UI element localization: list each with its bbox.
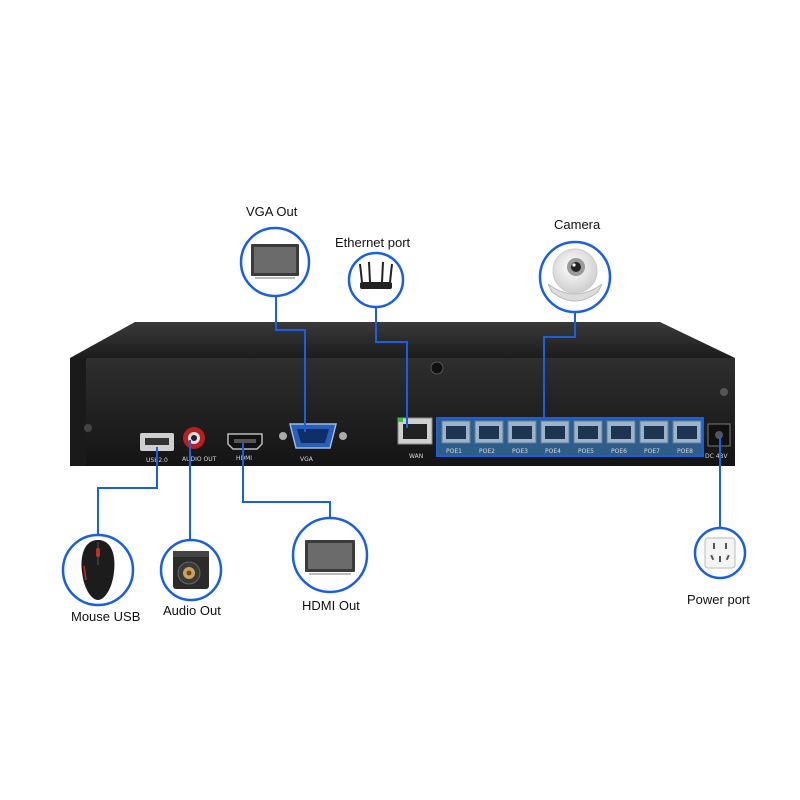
vga-port [279,423,347,449]
vga-connector-line [275,297,306,432]
connector-lines [97,297,721,540]
router-icon [359,261,393,289]
vga-out-callout [239,226,311,298]
power-port-callout [693,526,747,580]
ethernet-port-label: Ethernet port [335,235,411,250]
poe-port [540,420,570,444]
poe-panel-label: POE1 [446,448,462,455]
dome-camera-icon [547,248,603,302]
mouse-usb-callout [61,533,135,607]
mouse-connector-line [97,447,158,535]
audio-panel-label: AUDIO OUT [182,456,217,463]
poe-port [672,420,702,444]
monitor-icon [305,540,355,575]
poe-port [606,420,636,444]
vga-panel-label: VGA [300,456,314,463]
poe-panel-label: POE4 [545,448,561,455]
power-socket-icon [704,537,736,569]
power-port-label: Power port [687,592,750,607]
gaming-mouse-icon [81,540,115,600]
camera-callout [538,240,612,314]
poe-port-block: POE1 POE2 POE3 POE4 POE5 POE6 POE7 POE8 [436,417,704,457]
audio-out-callout [159,538,223,602]
audio-out-label: Audio Out [163,603,221,618]
poe-panel-label: POE7 [644,448,660,455]
hdmi-port [227,433,263,450]
ethernet-port-callout [347,251,405,309]
poe-port [507,420,537,444]
wan-panel-label: WAN [409,453,423,460]
speaker-icon [173,551,209,589]
mouse-usb-label: Mouse USB [71,609,141,624]
dc-panel-label: DC 48V [705,453,728,460]
wan-port [397,417,433,445]
vga-out-label: VGA Out [246,204,298,219]
monitor-icon [251,244,299,279]
poe-port [573,420,603,444]
usb-port [140,433,174,451]
hdmi-out-callout [291,516,369,594]
hdmi-out-label: HDMI Out [302,598,360,613]
poe-panel-label: POE5 [578,448,594,455]
poe-port [441,420,471,444]
poe-port [639,420,669,444]
camera-label: Camera [554,217,601,232]
poe-panel-label: POE6 [611,448,627,455]
ethernet-connector-line [375,302,408,428]
poe-panel-label: POE2 [479,448,495,455]
camera-connector-line [543,312,576,418]
poe-panel-label: POE3 [512,448,528,455]
poe-panel-label: POE8 [677,448,693,455]
hdmi-connector-line [242,443,331,518]
audio-rca-port [183,427,205,449]
hdmi-panel-label: HDMI [236,455,252,462]
poe-port [474,420,504,444]
